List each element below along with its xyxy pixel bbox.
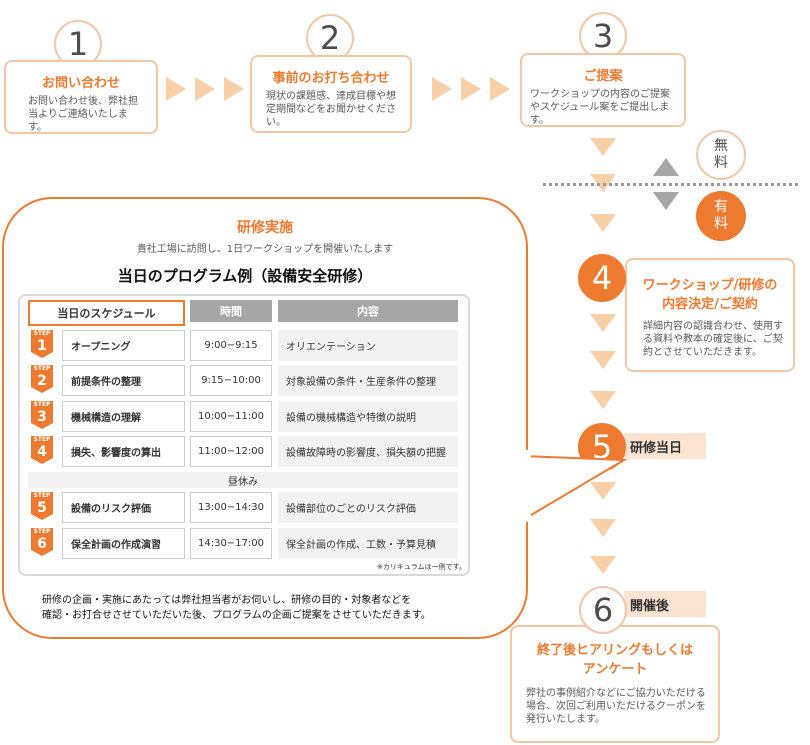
arrow-right-2c [490,77,510,101]
header-time: 時間 [190,300,272,322]
schedule-time: 9:15−10:00 [190,365,272,396]
panel-pointer [521,455,628,519]
curriculum-footnote: ※カリキュラムは一例です。 [377,563,466,571]
schedule-content: オリエンテーション [278,330,458,361]
step-3-number: 3 [579,12,627,60]
schedule-time: 11:00−12:00 [190,436,272,467]
step-badge-number: 3 [31,409,53,429]
free-badge: 無 料 [696,130,746,180]
step-badge-word: STEP [31,436,53,444]
step-2-box: 事前のお打ち合わせ 現状の課題感、達成目標や想定期間などをお聞かせください。 [250,55,412,133]
step-2-title: 事前のお打ち合わせ [272,71,390,86]
header-content: 内容 [278,300,458,322]
arrow-right-2b [461,77,481,101]
step-4-number: 4 [578,254,626,302]
arrow-right-1b [195,77,215,101]
arrow-down-paid [653,192,679,210]
step-6-text: 弊社の事例紹介などにご協力いただける場合、次回ご利用いただけるクーポンを発行いた… [526,688,706,725]
schedule-name: 損失、影響度の算出 [62,436,185,467]
arrow-down-4a [590,314,616,332]
step-badge-number: 4 [31,444,53,464]
arrow-down-5b [590,519,616,537]
step-1-text: お問い合わせ後、弊社担当よりご連絡いたします。 [28,96,138,133]
step-badge-number: 6 [31,536,53,556]
step-badge-number: 1 [31,338,53,358]
step-1-title: お問い合わせ [41,76,120,91]
step-4-title-line2: 内容決定/ご契約 [662,297,758,312]
step-6-label: 開催後 [624,591,706,617]
step-badge-word: STEP [31,330,53,338]
panel-note-line1: 研修の企画・実施にあたっては弊社担当者がお伺いし、研修の目的・対象者などを [42,595,412,606]
arrow-up-free [653,158,679,176]
step-6-title-line1: 終了後ヒアリングもしくは [536,643,693,658]
step-3-box: ご提案 ワークショップの内容のご提案やスケジュール案をご提出します。 [520,53,686,127]
schedule-time: 9:00−9:15 [190,330,272,361]
schedule-name: 保全計画の作成演習 [62,528,185,559]
step-4-text: 詳細内容の認識合わせ、使用する資料や教本の確定後に、ご契約とさせていただきます。 [643,321,783,358]
arrow-down-3c [590,214,616,232]
step-6-number: 6 [579,586,627,634]
arrow-right-1a [166,77,186,101]
panel-tail-cover [521,450,531,522]
header-schedule: 当日のスケジュール [28,300,185,326]
step-6-title-line2: アンケート [582,662,648,677]
step-4-title-line1: ワークショップ/研修の [642,278,778,293]
panel-note-line2: 確認・お打合せさせていただいた後、プログラムの企画ご提案をさせていただきます。 [42,610,431,621]
arrow-down-5c [590,556,616,574]
step-3-text: ワークショップの内容のご提案やスケジュール案をご提出します。 [530,89,670,126]
schedule-content: 保全計画の作成、工数・予算見積 [278,528,458,559]
lunch-break-row: 昼休み [28,472,458,488]
step-2-text: 現状の課題感、達成目標や想定期間などをお聞かせください。 [266,91,396,128]
panel-title: 研修実施 [237,220,293,236]
step-badge-number: 2 [31,373,53,393]
program-title: 当日のプログラム例（設備安全研修） [117,267,373,285]
arrow-down-4b [590,351,616,369]
arrow-right-2a [432,77,452,101]
schedule-name: 前提条件の整理 [62,365,185,396]
step-1-box: お問い合わせ お問い合わせ後、弊社担当よりご連絡いたします。 [4,60,158,134]
step-6-box: 終了後ヒアリングもしくは アンケート 弊社の事例紹介などにご協力いただける場合、… [510,625,720,743]
schedule-name: オープニング [62,330,185,361]
arrow-right-1c [224,77,244,101]
free-label-1: 無 [714,138,728,154]
schedule-name: 設備のリスク評価 [62,492,185,523]
schedule-time: 14:30−17:00 [190,528,272,559]
arrow-down-3a [590,138,616,156]
schedule-content: 設備故障時の影響度、損失額の把握 [278,436,458,467]
arrow-down-4c [590,391,616,409]
free-paid-divider [543,183,798,186]
step-badge-word: STEP [31,401,53,409]
paid-label-2: 料 [714,216,728,232]
panel-subtitle: 貴社工場に訪問し、1日ワークショップを開催いたします [136,244,394,255]
step-badge-word: STEP [31,492,53,500]
step-5-label: 研修当日 [624,433,706,459]
arrow-down-5a [590,482,616,500]
step-badge-word: STEP [31,365,53,373]
free-label-2: 料 [714,155,728,171]
schedule-content: 対象設備の条件・生産条件の整理 [278,365,458,396]
paid-badge: 有 料 [696,191,746,241]
schedule-content: 設備部位のごとのリスク評価 [278,492,458,523]
step-badge-word: STEP [31,528,53,536]
schedule-time: 13:00−14:30 [190,492,272,523]
step-3-title: ご提案 [583,69,623,84]
schedule-name: 機械構造の理解 [62,401,185,432]
schedule-time: 10:00−11:00 [190,401,272,432]
schedule-content: 設備の機械構造や特徴の説明 [278,401,458,432]
step-badge-number: 5 [31,500,53,520]
step-4-box: ワークショップ/研修の 内容決定/ご契約 詳細内容の認識合わせ、使用する資料や教… [625,258,795,372]
paid-label-1: 有 [714,199,728,215]
